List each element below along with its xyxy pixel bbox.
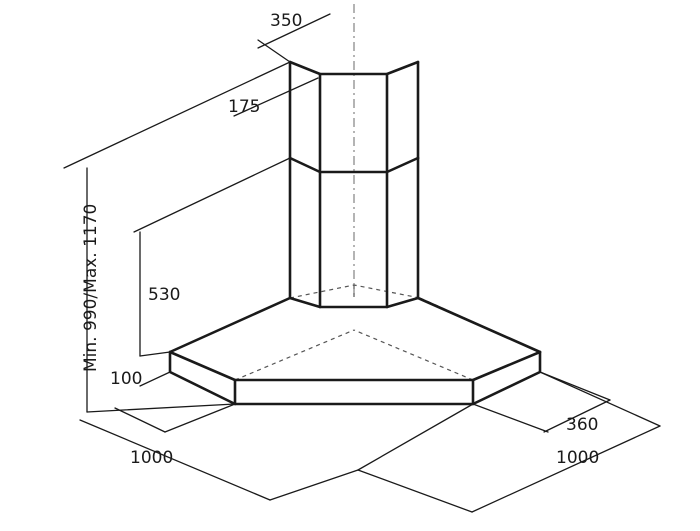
canopy-front-face: [168, 350, 542, 406]
chimney: [288, 60, 420, 309]
dim-label-175: 175: [228, 97, 260, 117]
chimney-top: [288, 60, 420, 76]
dim-label-530: 530: [148, 285, 180, 305]
canopy-top-front: [168, 350, 542, 382]
dimension-lines: [63, 13, 661, 513]
hidden-edges: [169, 284, 541, 381]
dim-label-height-range: Min. 990/Max. 1170: [81, 204, 101, 372]
dim-label-width-right: 1000: [556, 448, 599, 468]
dim-label-350: 350: [270, 11, 302, 31]
chimney-joint-top: [288, 156, 420, 174]
canopy: [168, 296, 542, 406]
dim-label-100: 100: [110, 369, 142, 389]
chimney-base: [288, 296, 420, 309]
dim-label-width-left: 1000: [130, 448, 173, 468]
dim-label-360: 360: [566, 415, 598, 435]
